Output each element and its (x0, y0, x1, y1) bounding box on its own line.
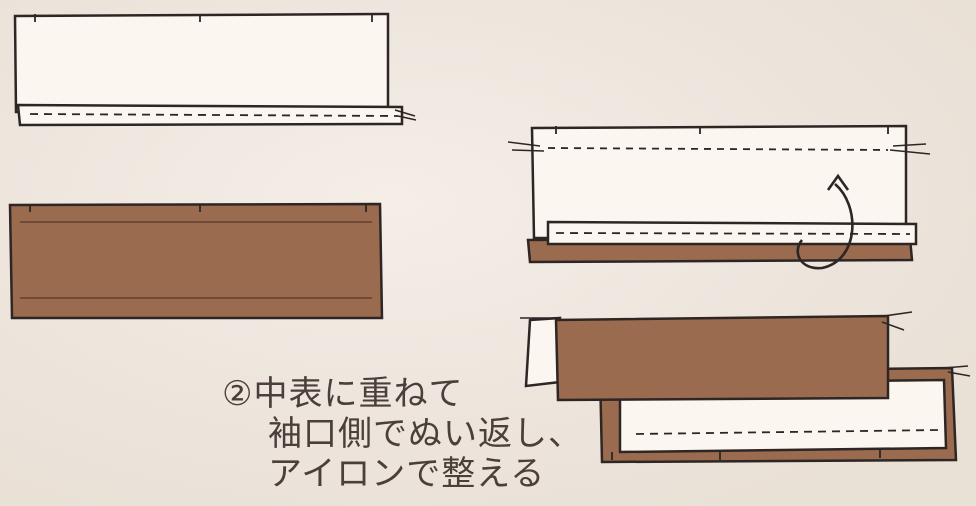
lining-panel-hem (16, 103, 404, 127)
thread-tails (520, 311, 971, 377)
layered-panel-right (507, 124, 931, 270)
lining-panel-top-left (13, 12, 417, 127)
notch-marks (29, 204, 367, 212)
outer-panel-body (8, 202, 384, 320)
thread-tails (507, 141, 931, 155)
stitch-line-top (547, 147, 889, 151)
notch-marks (34, 14, 373, 22)
outer-panel-left (8, 202, 384, 320)
curved-arrow-icon (796, 183, 854, 270)
instruction-caption: ②中表に重ねて 袖口側でぬい返し、 アイロンで整える (222, 374, 583, 494)
lining-panel-body (13, 12, 390, 114)
stitch-line (29, 113, 399, 117)
notch-marks (611, 450, 881, 460)
caption-line-2: 袖口側でぬい返し、 (268, 414, 583, 454)
thread-tails (394, 109, 417, 121)
caption-line-3: アイロンで整える (268, 454, 546, 494)
arrow-head (826, 173, 850, 191)
outer-fabric-front (554, 314, 890, 402)
caption-line-1: ②中表に重ねて (222, 374, 464, 414)
sewn-panels-bottom-right (520, 311, 971, 464)
notch-marks (555, 126, 889, 134)
